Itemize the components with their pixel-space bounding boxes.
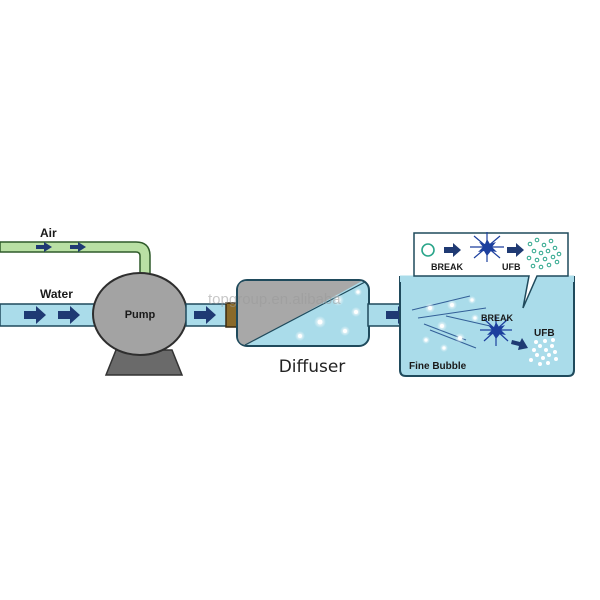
callout-break-label: BREAK: [431, 262, 464, 272]
tank-arrow: [511, 338, 528, 350]
water-inlet-pipe: [0, 303, 109, 327]
air-label: Air: [40, 226, 57, 240]
fine-bubble-label: Fine Bubble: [409, 361, 467, 372]
callout-ufb-label: UFB: [502, 262, 521, 272]
diffuser: [236, 279, 370, 347]
watermark: topgroup.en.alibaba: [208, 291, 341, 308]
callout-arrow-1: [444, 243, 461, 257]
callout-arrow-2: [507, 243, 524, 257]
fine-bubble-icon: [421, 243, 435, 257]
fine-bubbles: [422, 296, 479, 352]
tank-break-star: [480, 316, 512, 346]
tank-break-label: BREAK: [481, 313, 514, 323]
callout-break-star: [470, 232, 504, 262]
callout-ufb-dots: [526, 237, 562, 270]
pump-outlet-arrow: [194, 306, 216, 324]
pump-label: Pump: [125, 309, 156, 321]
tank-ufb-label: UFB: [534, 328, 555, 339]
tank-ufb-cluster: [529, 338, 558, 366]
air-flow-arrows: [36, 242, 86, 252]
water-inlet-arrows: [24, 306, 80, 324]
water-label: Water: [40, 287, 73, 301]
diffuser-label: Diffuser: [279, 357, 346, 377]
